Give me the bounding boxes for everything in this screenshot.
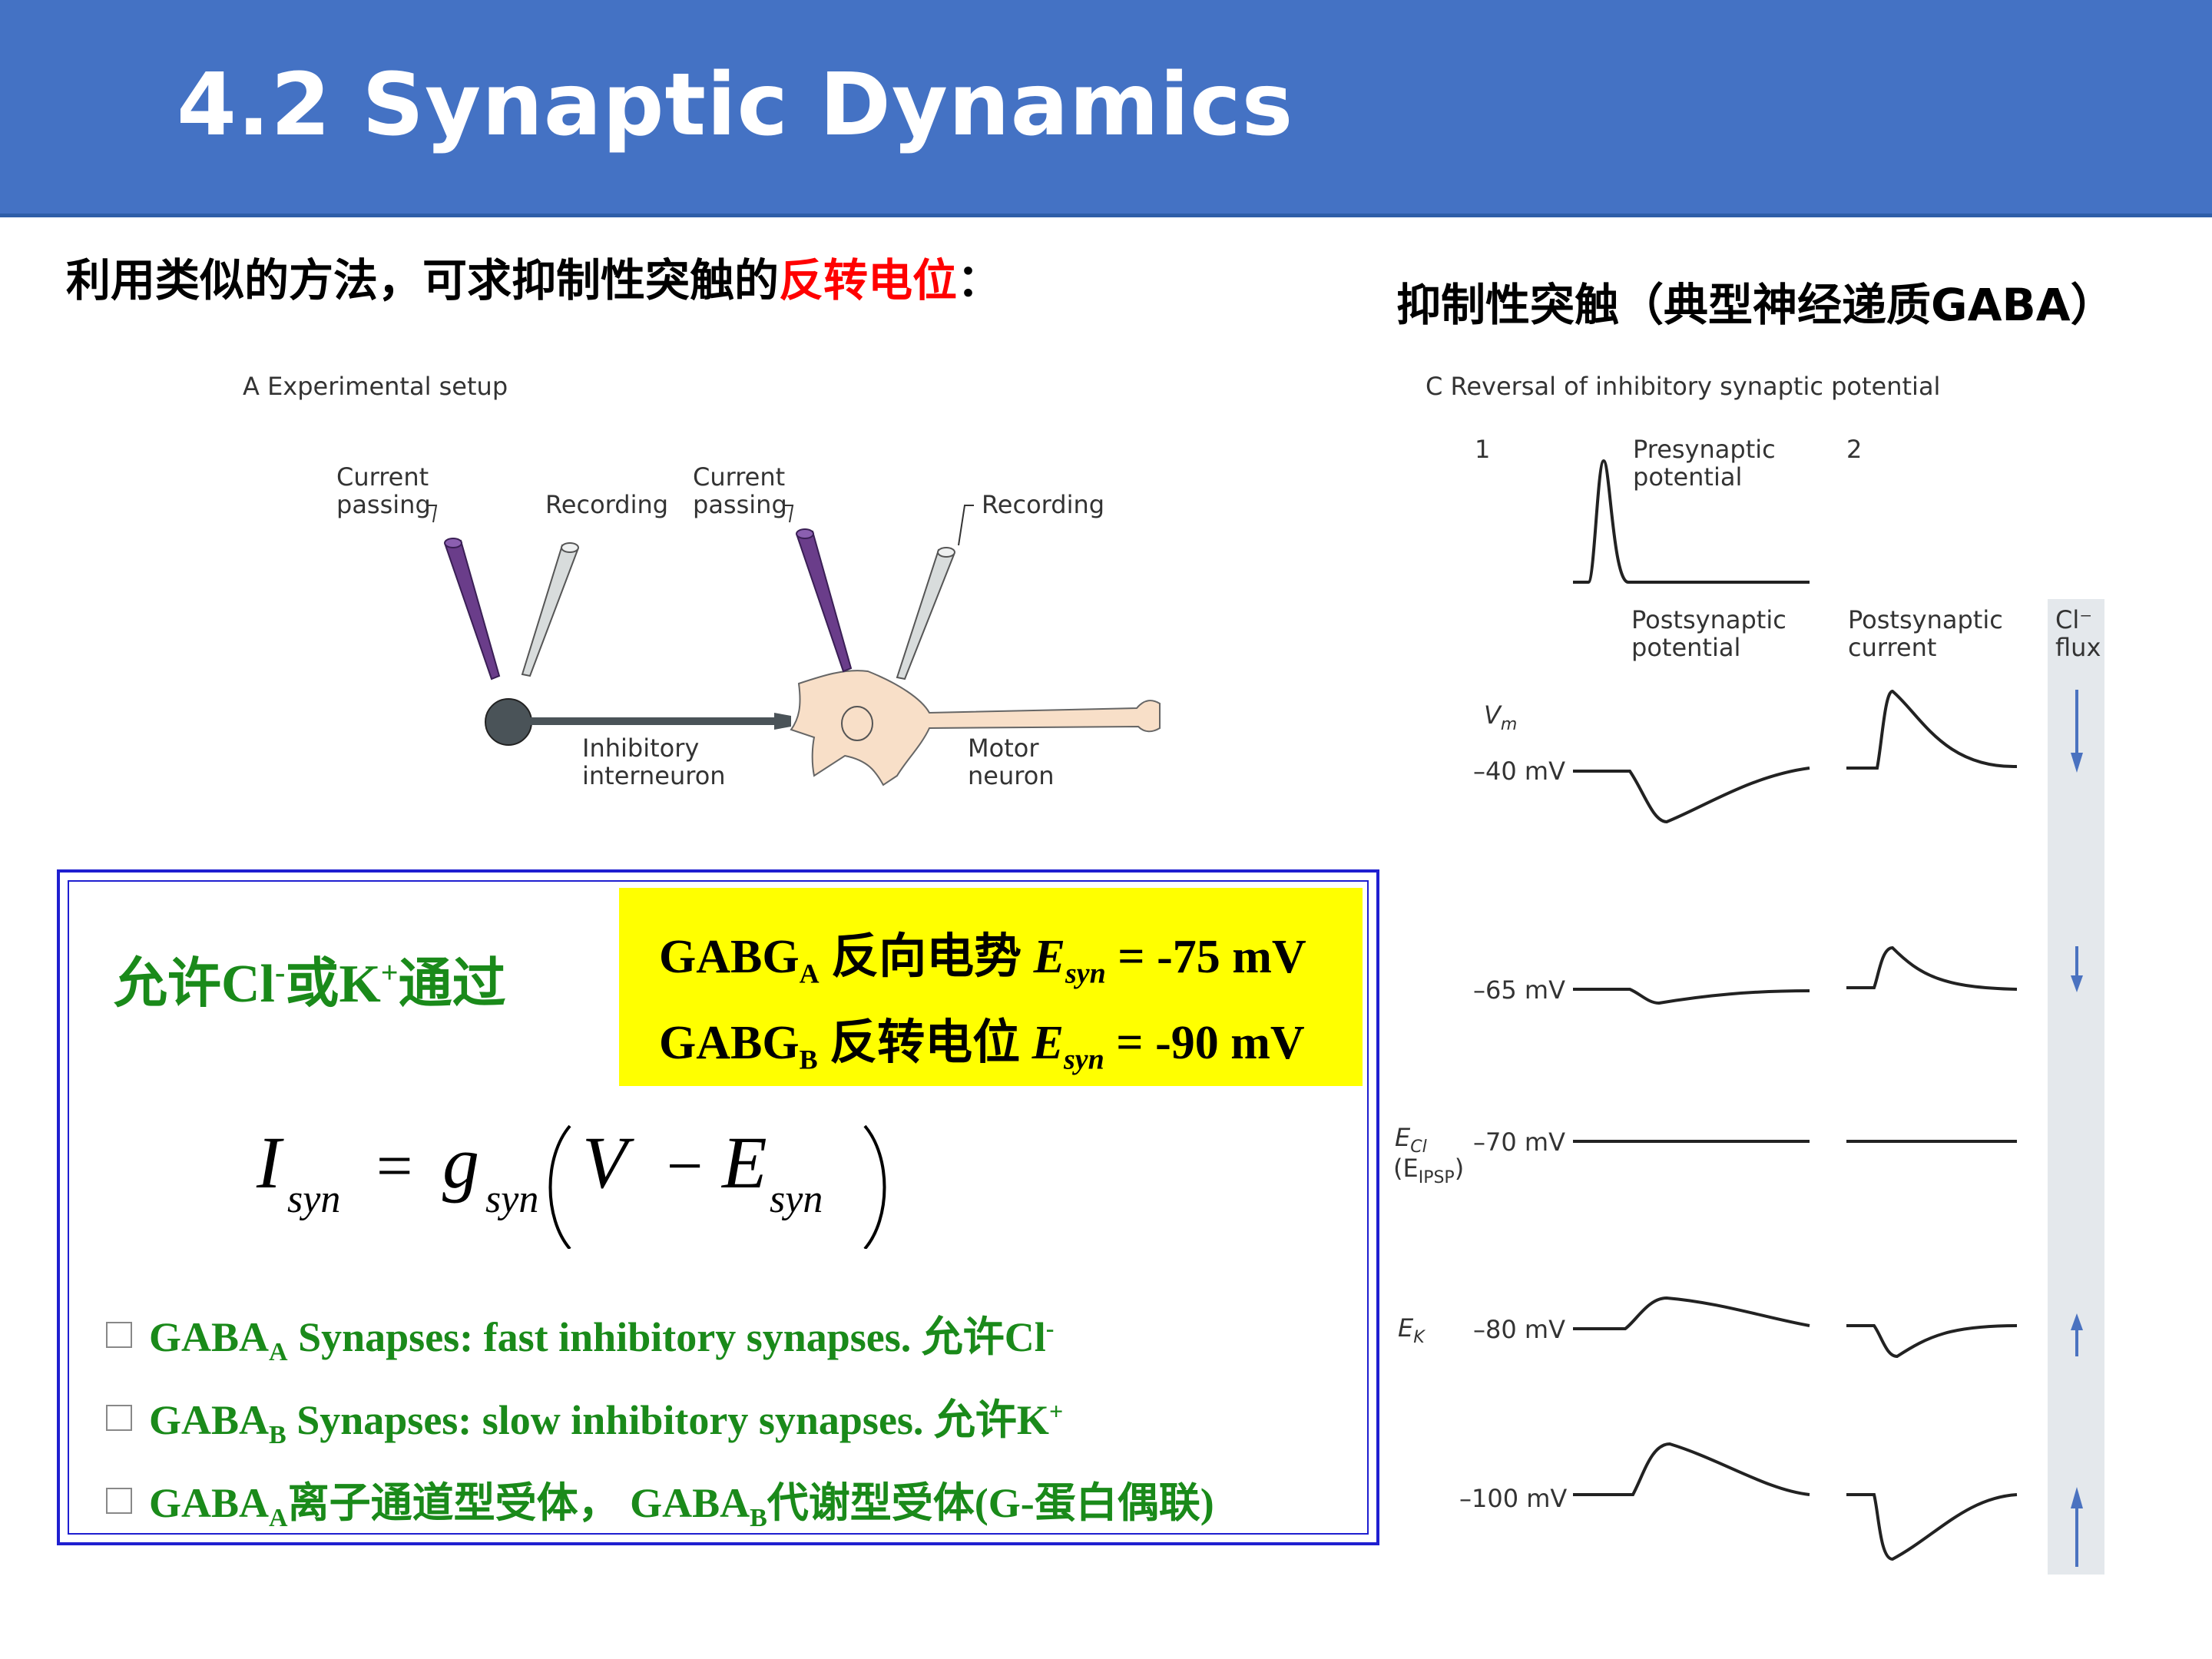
level-40: –40 mV — [1473, 757, 1565, 786]
bullet-marker-icon — [106, 1322, 132, 1348]
subtitle-left-prefix: 利用类似的方法，可求抑制性突触的 — [66, 254, 780, 306]
postsyn-potential-label-b: potential — [1631, 633, 1740, 662]
svg-text:−: − — [667, 1131, 703, 1202]
current-passing-label-1a: Current — [336, 462, 429, 492]
col2-number: 2 — [1846, 435, 1862, 464]
allow-ions-text: 允许Cl-或K+通过 — [114, 955, 506, 1014]
motor-label-a: Motor — [968, 733, 1039, 763]
current-passing-label-2a: Current — [693, 462, 785, 492]
reversal-figure: C Reversal of inhibitory synaptic potent… — [1393, 372, 2104, 1575]
bullet-gaba-b-slow: GABAB Synapses: slow inhibitory synapses… — [106, 1386, 1063, 1450]
eipsp-label: (EIPSP) — [1393, 1154, 1464, 1187]
current-electrode-1 — [444, 538, 501, 680]
col1-number: 1 — [1475, 435, 1490, 464]
presynaptic-trace — [1573, 459, 1810, 584]
ek-label: EK — [1398, 1313, 1426, 1347]
svg-text:g: g — [442, 1121, 479, 1204]
subtitle-left-suffix: ： — [957, 254, 1002, 306]
svg-text:=: = — [376, 1131, 412, 1202]
presynaptic-label-a: Presynaptic — [1633, 435, 1776, 464]
current-passing-label-2b: passing — [693, 490, 787, 519]
inhibitory-label-b: interneuron — [582, 761, 726, 790]
interneuron-axon — [530, 717, 776, 725]
inhibitory-label-a: Inhibitory — [582, 733, 699, 763]
svg-text:I: I — [256, 1121, 284, 1204]
interneuron-soma — [485, 698, 532, 746]
current-electrode-2 — [796, 528, 853, 673]
recording-label-2: Recording — [982, 490, 1104, 519]
cl-flux-label-a: Cl⁻ — [2055, 605, 2092, 634]
level-65: –65 mV — [1473, 975, 1565, 1005]
svg-text:syn: syn — [287, 1177, 340, 1221]
motor-neuron — [790, 670, 1161, 786]
current-passing-label-1b: passing — [336, 490, 431, 519]
svg-text:syn: syn — [485, 1177, 538, 1221]
motor-label-b: neuron — [968, 761, 1055, 790]
vm-label: Vm — [1484, 700, 1517, 734]
gaba-info-box-inner — [68, 880, 1369, 1535]
level-100: –100 mV — [1459, 1484, 1567, 1513]
svg-text:V: V — [582, 1121, 634, 1204]
gaba-info-box: 允许Cl-或K+通过 GABGA 反向电势 Esyn = -75 mV GABG… — [57, 869, 1379, 1545]
bullet-gaba-a-fast: GABAA Synapses: fast inhibitory synapses… — [106, 1303, 1054, 1367]
gaba-b-reversal-line: GABGB 反转电位 Esyn = -90 mV — [659, 1017, 1305, 1076]
bullet-receptor-types: GABAA离子通道型受体， GABAB代谢型受体(G-蛋白偶联) — [106, 1469, 1214, 1533]
ecl-label: ECl — [1395, 1123, 1427, 1157]
recording-electrode-2 — [896, 547, 955, 680]
presynaptic-label-b: potential — [1633, 462, 1742, 492]
level-80: –80 mV — [1473, 1315, 1565, 1344]
synaptic-current-equation: I syn = g syn V − E syn — [256, 1121, 886, 1249]
gaba-a-reversal-line: GABGA 反向电势 Esyn = -75 mV — [659, 931, 1306, 990]
level-70: –70 mV — [1473, 1128, 1565, 1157]
slide-title: 4.2 Synaptic Dynamics — [177, 55, 1294, 155]
svg-text:syn: syn — [770, 1177, 823, 1221]
svg-text:E: E — [720, 1121, 767, 1204]
recording-label-1: Recording — [545, 490, 668, 519]
cl-flux-label-b: flux — [2055, 633, 2101, 662]
panel-c-label: C Reversal of inhibitory synaptic potent… — [1426, 372, 1940, 401]
postsyn-potential-label-a: Postsynaptic — [1631, 605, 1786, 634]
experimental-setup-figure: A Experimental setup Current passing Rec… — [243, 372, 1161, 790]
bullet-marker-icon — [106, 1405, 132, 1431]
postsyn-current-label-a: Postsynaptic — [1848, 605, 2003, 634]
panel-a-label: A Experimental setup — [243, 372, 508, 401]
recording-electrode-1 — [521, 542, 579, 677]
subtitle-left-highlight: 反转电位 — [779, 254, 958, 306]
postsyn-current-label-b: current — [1848, 633, 1936, 662]
subtitle-right: 抑制性突触（典型神经递质GABA） — [1396, 279, 2115, 331]
reversal-potential-box: GABGA 反向电势 Esyn = -75 mV GABGB 反转电位 Esyn… — [619, 888, 1363, 1086]
bullet-marker-icon — [106, 1488, 132, 1514]
title-banner: 4.2 Synaptic Dynamics — [0, 0, 2212, 217]
subtitle-left: 利用类似的方法，可求抑制性突触的反转电位： — [66, 244, 1002, 309]
